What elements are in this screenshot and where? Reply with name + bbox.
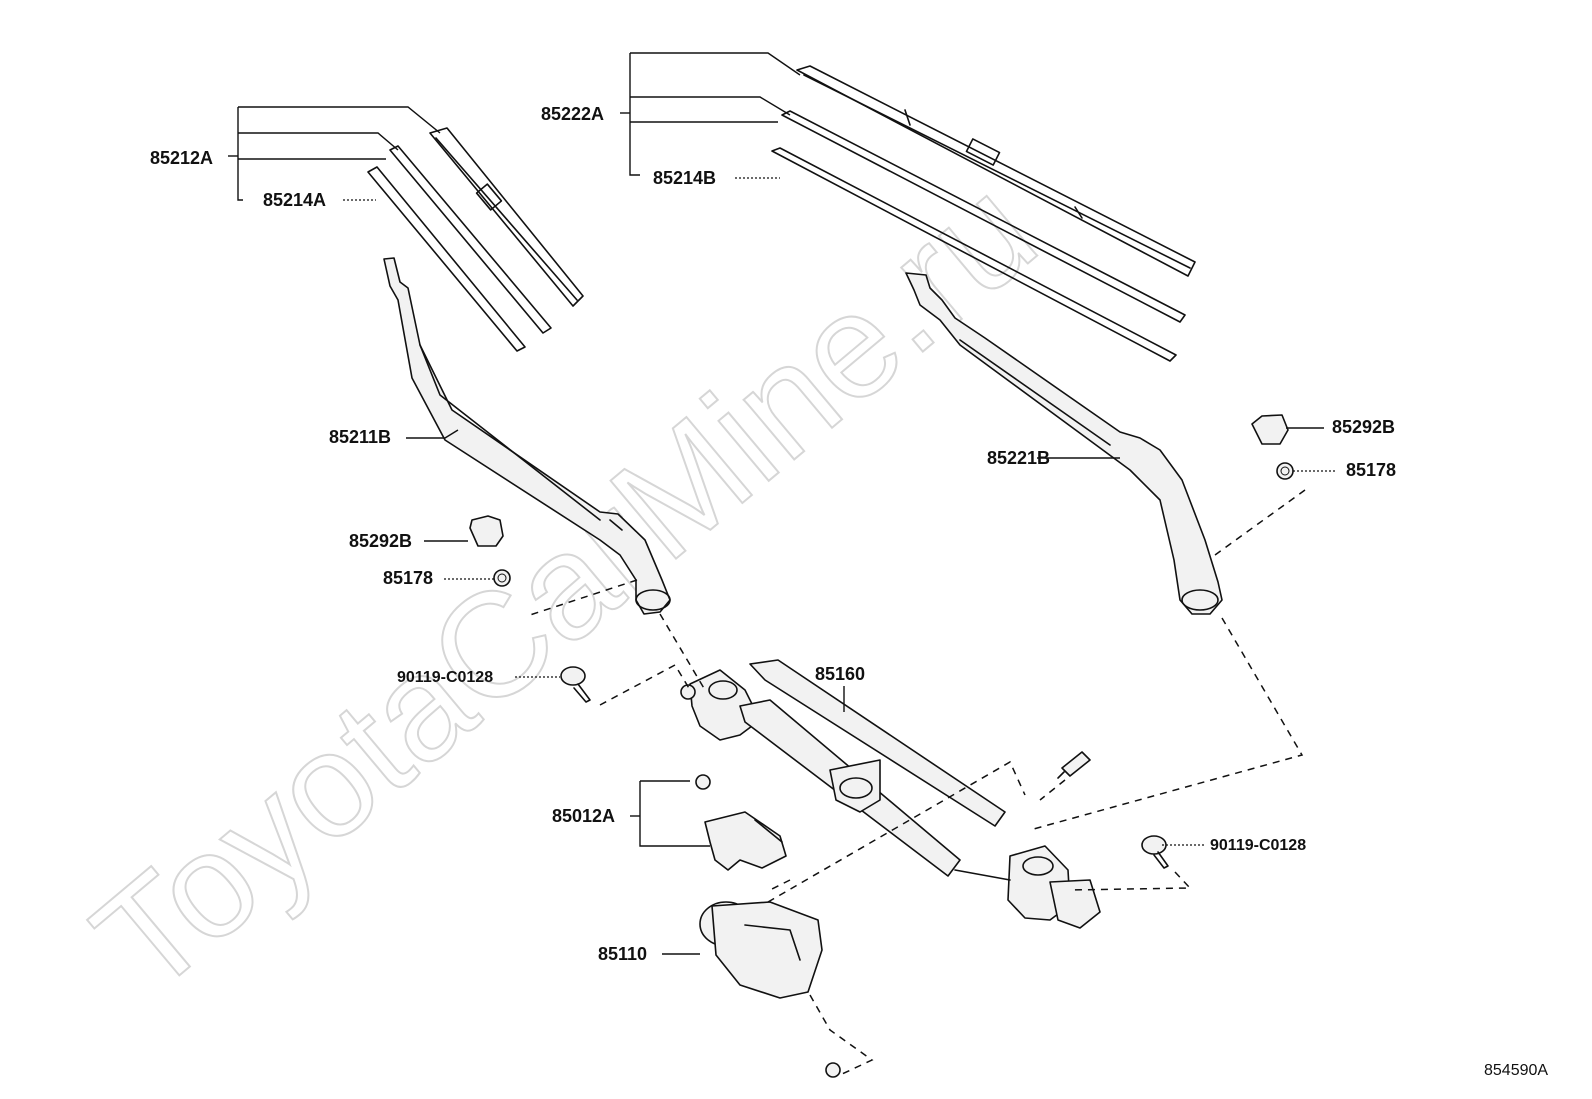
label-90119-left[interactable]: 90119-C0128 — [397, 669, 493, 686]
wiper-motor[interactable] — [699, 901, 841, 1078]
label-85292B-left[interactable]: 85292B — [349, 531, 412, 551]
left-nut-85178[interactable] — [493, 569, 511, 587]
label-85178-left[interactable]: 85178 — [383, 568, 433, 588]
top-bolt[interactable] — [1057, 751, 1091, 779]
motor-bracket[interactable] — [695, 774, 787, 871]
right-wiper-arm[interactable] — [905, 272, 1223, 615]
left-cap-85292B[interactable] — [469, 515, 504, 547]
right-cap-85292B[interactable] — [1251, 414, 1289, 445]
label-85214B[interactable]: 85214B — [653, 168, 716, 188]
diagram-code: 854590A — [1484, 1062, 1548, 1079]
label-85012A[interactable]: 85012A — [552, 806, 615, 826]
wiper-linkage[interactable] — [680, 659, 1101, 929]
leader-lines — [228, 52, 1336, 955]
left-bolt-90119[interactable] — [560, 666, 591, 703]
label-85160[interactable]: 85160 — [815, 664, 865, 684]
left-wiper-blade[interactable] — [367, 127, 584, 352]
label-90119-right[interactable]: 90119-C0128 — [1210, 837, 1306, 854]
label-85110[interactable]: 85110 — [598, 944, 647, 964]
label-85211B[interactable]: 85211B — [329, 427, 391, 447]
left-wiper-arm[interactable] — [383, 257, 671, 615]
label-85214A[interactable]: 85214A — [263, 190, 326, 210]
label-85178-right[interactable]: 85178 — [1346, 460, 1396, 480]
label-85292B-right[interactable]: 85292B — [1332, 417, 1395, 437]
label-85212A[interactable]: 85212A — [150, 148, 213, 168]
label-85222A[interactable]: 85222A — [541, 104, 604, 124]
part-labels: 85212A 85214A 85222A 85214B 85211B 85221… — [150, 104, 1548, 1079]
label-85221B[interactable]: 85221B — [987, 448, 1050, 468]
right-wiper-blade[interactable] — [771, 65, 1196, 362]
connection-lines — [529, 489, 1306, 1076]
right-nut-85178[interactable] — [1276, 462, 1294, 480]
right-bolt-90119[interactable] — [1141, 835, 1169, 869]
